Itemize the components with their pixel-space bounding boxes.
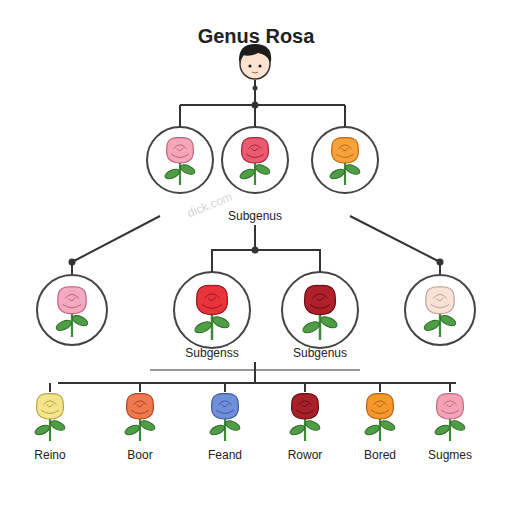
- rose-circle: [405, 275, 475, 345]
- rose-circle: [147, 127, 213, 193]
- subgenus-node: Subgenus: [280, 272, 360, 360]
- node-label: Boor: [127, 448, 152, 462]
- rose-node: Sugmes: [420, 392, 480, 462]
- node-label: Subgenss: [185, 346, 238, 360]
- rose-drawing: [329, 138, 362, 185]
- rose-drawing: [434, 394, 467, 441]
- subgenus-node: Subgenus: [222, 127, 288, 223]
- node-label: Feand: [208, 448, 242, 462]
- rose-drawing: [209, 394, 242, 441]
- rose-node: Reino: [20, 392, 80, 462]
- tree-connector: [255, 225, 320, 272]
- rose-circle: [282, 272, 358, 348]
- node-label: Rowor: [288, 448, 323, 462]
- node-label: Reino: [34, 448, 65, 462]
- rose-drawing: [124, 394, 157, 441]
- node-label: Subgenus: [293, 346, 347, 360]
- rose-drawing: [364, 394, 397, 441]
- node-label: Bored: [364, 448, 396, 462]
- node-label: Subgenus: [228, 209, 282, 223]
- rose-node: Feand: [195, 392, 255, 462]
- rose-drawing: [301, 285, 339, 340]
- rose-drawing: [34, 394, 67, 441]
- rose-circle: [174, 272, 250, 348]
- rose-circle: [312, 127, 378, 193]
- diagram-title: Genus Rosa: [0, 25, 512, 48]
- tree-connector: [212, 225, 255, 272]
- rose-node: Bored: [350, 392, 410, 462]
- rose-drawing: [55, 287, 90, 337]
- boy-head: [239, 44, 271, 79]
- rose-circle: [222, 127, 288, 193]
- watermark: dick.com: [185, 190, 234, 221]
- node-label: Sugmes: [428, 448, 472, 462]
- subgenus-node: Subgenss: [172, 272, 252, 360]
- rose-circle: [37, 275, 107, 345]
- rose-drawing: [423, 287, 458, 337]
- rose-drawing: [289, 394, 322, 441]
- rose-drawing: [164, 138, 197, 185]
- rose-drawing: [239, 138, 272, 185]
- rose-drawing: [193, 285, 231, 340]
- rose-node: Boor: [110, 392, 170, 462]
- rose-node: Rowor: [275, 392, 335, 462]
